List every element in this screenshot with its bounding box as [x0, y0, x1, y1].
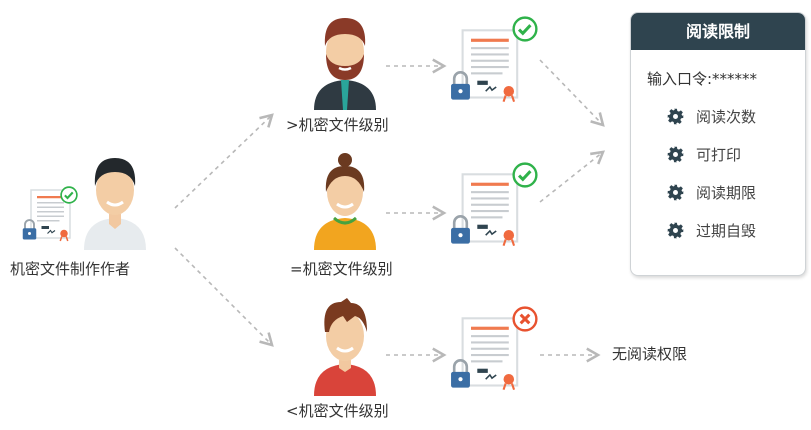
reader-lower-label: <机密文件级别	[286, 402, 389, 420]
check-icon	[512, 16, 538, 42]
reader-higher-avatar	[314, 18, 376, 110]
reader-equal-avatar	[314, 153, 376, 250]
restriction-item-label: 阅读期限	[696, 183, 757, 202]
restriction-item: 可打印	[667, 135, 805, 173]
password-line: 输入口令:******	[647, 70, 758, 88]
arrow-doc2-to-panel	[539, 150, 606, 203]
restriction-item: 过期自毁	[667, 211, 805, 249]
restriction-item-label: 可打印	[696, 145, 742, 164]
cross-icon	[512, 306, 538, 332]
arrow-author-to-higher	[174, 113, 274, 209]
restriction-item-label: 阅读次数	[696, 107, 757, 126]
arrow-doc1-to-panel	[539, 59, 605, 127]
check-icon	[60, 186, 78, 204]
gear-icon	[667, 108, 684, 124]
restriction-item: 阅读期限	[667, 173, 805, 211]
reader-equal-label: =机密文件级别	[290, 260, 393, 278]
author-label: 机密文件制作作者	[10, 260, 131, 278]
read-restriction-panel: 阅读限制 输入口令:****** 阅读次数 可打印 阅读期限 过期自毁	[630, 12, 806, 276]
gear-icon	[667, 146, 684, 162]
gear-icon	[667, 184, 684, 200]
no-access-label: 无阅读权限	[612, 345, 688, 363]
check-icon	[512, 162, 538, 188]
gear-icon	[667, 222, 684, 238]
restriction-item: 阅读次数	[667, 97, 805, 135]
arrow-author-to-lower	[174, 247, 274, 347]
reader-higher-label: >机密文件级别	[286, 116, 389, 134]
restriction-item-label: 过期自毁	[696, 221, 757, 240]
reader-lower-avatar	[314, 298, 376, 396]
panel-title: 阅读限制	[631, 13, 805, 50]
author-avatar	[84, 158, 146, 250]
